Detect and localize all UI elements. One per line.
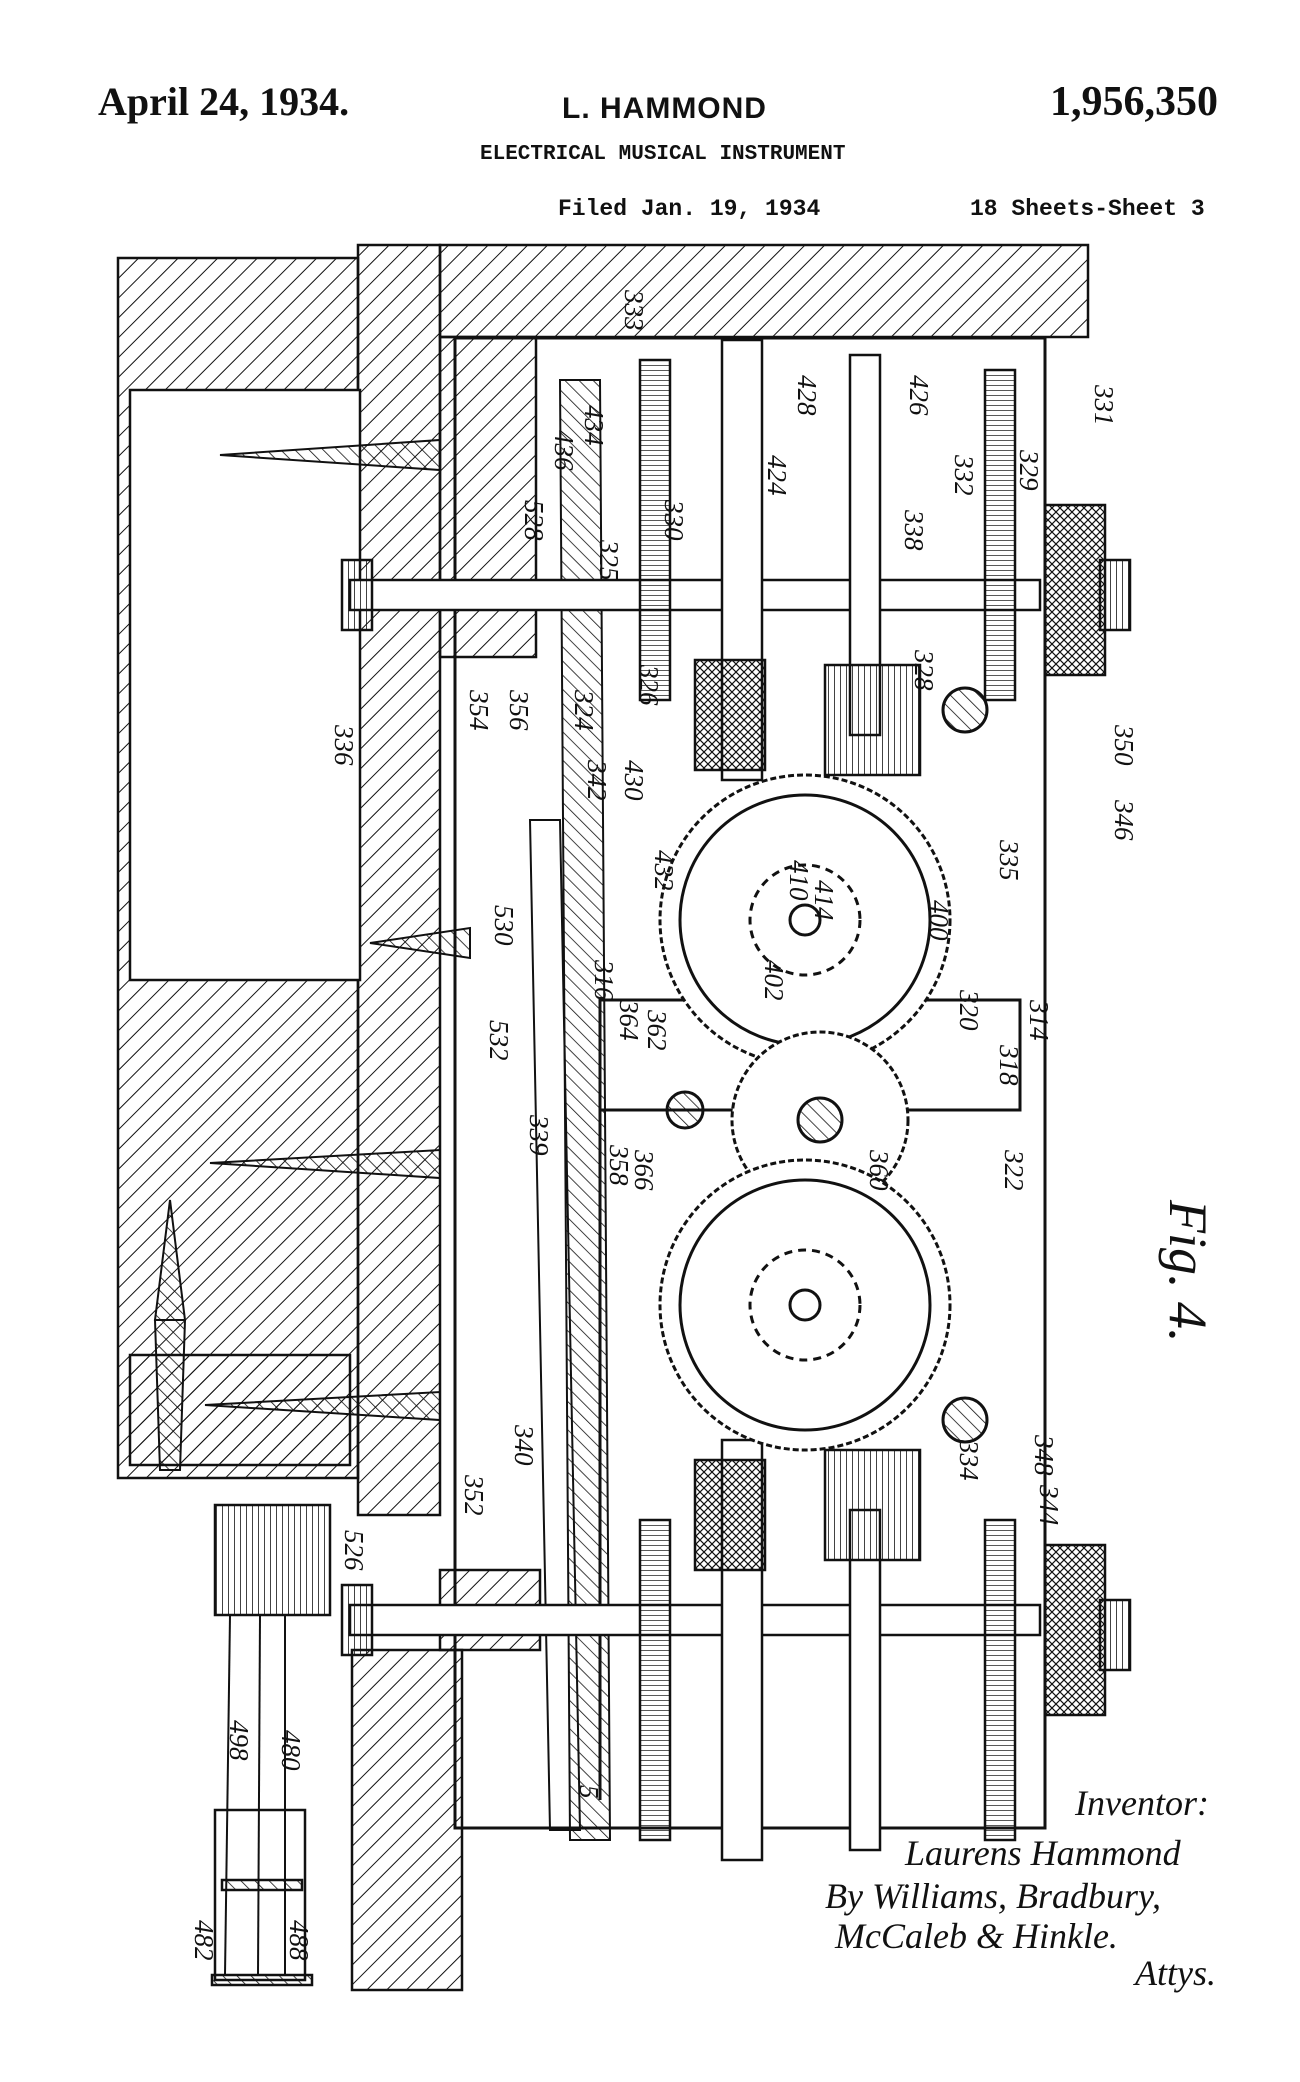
- reference-numeral: 326: [634, 664, 664, 706]
- reference-numeral: 428: [792, 375, 822, 416]
- reference-numeral: 338: [899, 509, 929, 551]
- reference-numeral: 352: [459, 1474, 489, 1516]
- reference-numeral: 362: [642, 1009, 672, 1051]
- reference-numeral: 344: [1034, 1484, 1064, 1526]
- attorneys-label: Attys.: [1133, 1953, 1216, 1993]
- reference-numeral: 498: [224, 1720, 254, 1761]
- reference-numeral: 342: [582, 759, 612, 801]
- reference-numeral: 340: [509, 1424, 539, 1466]
- reference-numeral: 366: [629, 1149, 659, 1191]
- reference-numeral: 488: [284, 1920, 314, 1961]
- reference-numeral: 532: [484, 1020, 514, 1061]
- reference-numeral: 322: [999, 1149, 1029, 1191]
- reference-numeral: 324: [569, 689, 599, 731]
- reference-numeral: 482: [189, 1920, 219, 1961]
- reference-numeral: 346: [1109, 799, 1139, 841]
- reference-numeral: 402: [759, 960, 789, 1001]
- reference-numeral: 430: [619, 760, 649, 801]
- reference-numeral: 314: [1024, 999, 1054, 1041]
- reference-numeral: 316: [589, 959, 619, 1001]
- reference-numeral: 331: [1089, 384, 1119, 426]
- inventor-label: Inventor:: [1074, 1783, 1209, 1823]
- reference-numeral: 424: [762, 455, 792, 496]
- reference-numeral: 528: [519, 500, 549, 541]
- signature-block: Inventor: Laurens Hammond By Williams, B…: [825, 1783, 1216, 1993]
- reference-numeral: 354: [464, 689, 494, 731]
- reference-numeral: 530: [489, 905, 519, 946]
- reference-numeral: 480: [276, 1730, 306, 1771]
- reference-numeral: 348: [1029, 1434, 1059, 1476]
- reference-numeral: 400: [924, 900, 954, 941]
- reference-numeral: 432: [649, 850, 679, 891]
- reference-numeral: 356: [504, 689, 534, 731]
- reference-numeral: 336: [329, 724, 359, 766]
- reference-numeral: 335: [994, 839, 1024, 881]
- reference-numeral: 318: [994, 1044, 1024, 1086]
- inventor-signature: Laurens Hammond: [904, 1833, 1182, 1873]
- reference-numeral: 332: [949, 454, 979, 496]
- reference-numeral: 364: [614, 999, 644, 1041]
- reference-numeral: 414: [809, 880, 839, 921]
- gears: [660, 688, 987, 1450]
- reference-numeral: 5: [574, 1785, 604, 1799]
- reference-numeral: 334: [954, 1439, 984, 1481]
- reference-numeral: 329: [1014, 449, 1044, 491]
- reference-numeral: 426: [904, 375, 934, 416]
- reference-numeral: 434: [579, 405, 609, 446]
- reference-numeral: 328: [909, 649, 939, 691]
- reference-numeral: 526: [339, 1530, 369, 1571]
- reference-numeral: 350: [1109, 724, 1139, 766]
- reference-numeral: 339: [524, 1114, 554, 1156]
- attorneys-by-line: By Williams, Bradbury,: [825, 1876, 1161, 1916]
- attorneys-firm-line: McCaleb & Hinkle.: [834, 1916, 1118, 1956]
- reference-numeral: 436: [549, 430, 579, 471]
- reference-numeral: 360: [864, 1149, 894, 1191]
- reference-numeral: 320: [954, 989, 984, 1031]
- figure-label: Fig. 4.: [1158, 1199, 1218, 1343]
- reference-numeral: 333: [619, 289, 649, 331]
- reference-numeral: 330: [659, 499, 689, 541]
- reference-numeral: 325: [594, 539, 624, 581]
